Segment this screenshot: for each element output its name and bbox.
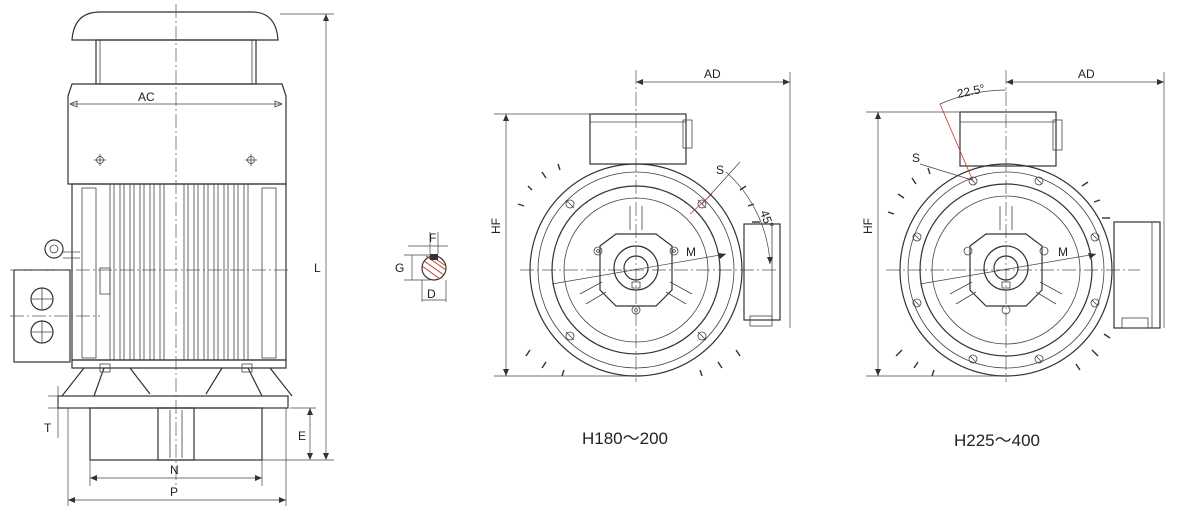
shaft-section: F G D xyxy=(395,231,448,302)
label-hf: HF xyxy=(489,218,503,234)
label-g: G xyxy=(395,261,404,275)
fin-ticks xyxy=(517,163,760,377)
motor-housing-top xyxy=(67,83,287,185)
side-view: AC L E T N P xyxy=(10,4,334,506)
label-s: S xyxy=(912,151,920,165)
label-t: T xyxy=(44,421,52,435)
label-l: L xyxy=(314,261,321,275)
bearing-hub xyxy=(969,233,1043,307)
label-e: E xyxy=(298,429,306,443)
label-d: D xyxy=(427,287,436,301)
label-ac: AC xyxy=(138,90,155,104)
label-s: S xyxy=(716,163,724,177)
label-m: M xyxy=(1058,245,1068,259)
fan-cover xyxy=(71,11,279,41)
flange-circle xyxy=(919,183,1093,357)
cooling-fins xyxy=(109,183,249,361)
label-angle: 45° xyxy=(757,208,776,230)
stator-frame xyxy=(71,183,287,361)
terminal-box-top xyxy=(959,111,1057,167)
junction-box-side xyxy=(1113,221,1161,329)
end-view-h180: AD HF S M 45° H180～200 xyxy=(489,67,791,448)
stator-outline xyxy=(529,163,743,377)
caption-h180: H180～200 xyxy=(582,429,668,448)
mounting-flange xyxy=(57,395,289,409)
label-ad: AD xyxy=(704,67,721,81)
label-n: N xyxy=(170,463,179,477)
lifting-eye xyxy=(44,239,64,259)
bearing-hub xyxy=(599,233,673,307)
label-p: P xyxy=(170,485,178,499)
label-f: F xyxy=(429,231,436,245)
label-ad: AD xyxy=(1078,67,1095,81)
label-hf: HF xyxy=(861,218,875,234)
support-legs xyxy=(61,367,293,397)
stator-outline xyxy=(899,163,1113,377)
flange-circle xyxy=(551,185,721,355)
end-view-h225: AD HF S M 22.5° H225～400 xyxy=(861,67,1165,450)
junction-box-side xyxy=(743,223,781,321)
fin-ticks xyxy=(887,167,1111,377)
caption-h225: H225～400 xyxy=(954,431,1040,450)
terminal-box-top xyxy=(589,113,687,165)
label-angle: 22.5° xyxy=(956,81,987,101)
label-m: M xyxy=(686,245,696,259)
